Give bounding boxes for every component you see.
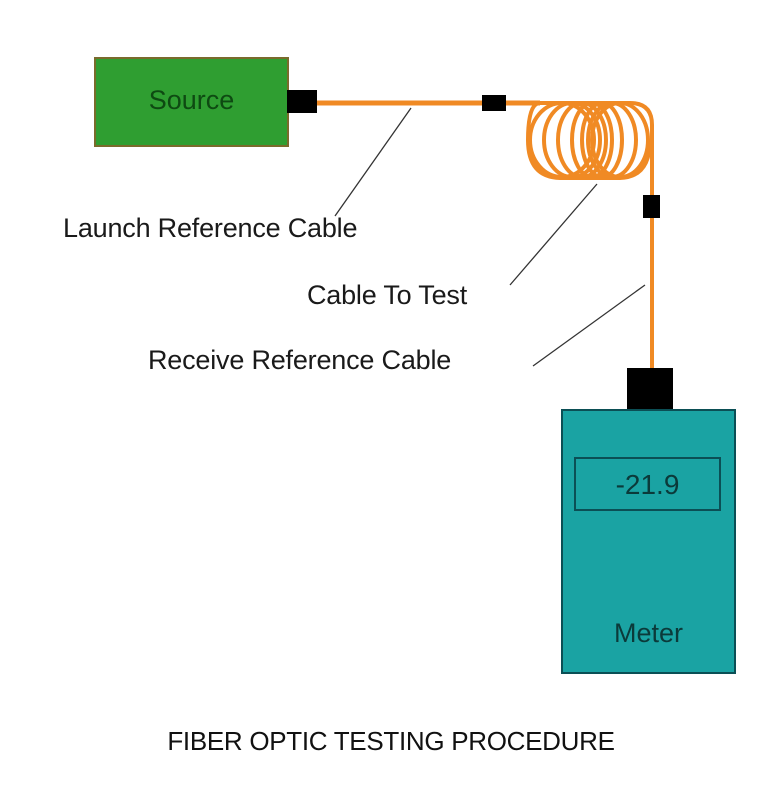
diagram-title: FIBER OPTIC TESTING PROCEDURE <box>167 726 615 756</box>
launch-test-connector <box>482 95 506 111</box>
receive-cable-label: Receive Reference Cable <box>148 345 452 375</box>
receive-leader <box>532 284 646 367</box>
meter-display <box>574 457 721 511</box>
meter-reading: -21.9 <box>615 469 680 500</box>
cable-to-test-coil <box>525 101 654 380</box>
launch-leader <box>334 107 412 217</box>
leader-lines <box>334 107 646 367</box>
source-connector <box>287 90 317 113</box>
test-receive-connector <box>643 195 660 218</box>
test-cable-label: Cable To Test <box>307 280 468 310</box>
meter-connector <box>627 368 673 412</box>
launch-cable-label: Launch Reference Cable <box>63 213 358 243</box>
source-label: Source <box>148 85 235 115</box>
meter-box <box>561 409 736 674</box>
meter-label: Meter <box>613 618 684 648</box>
test-leader <box>509 183 598 286</box>
source-box <box>94 57 289 147</box>
